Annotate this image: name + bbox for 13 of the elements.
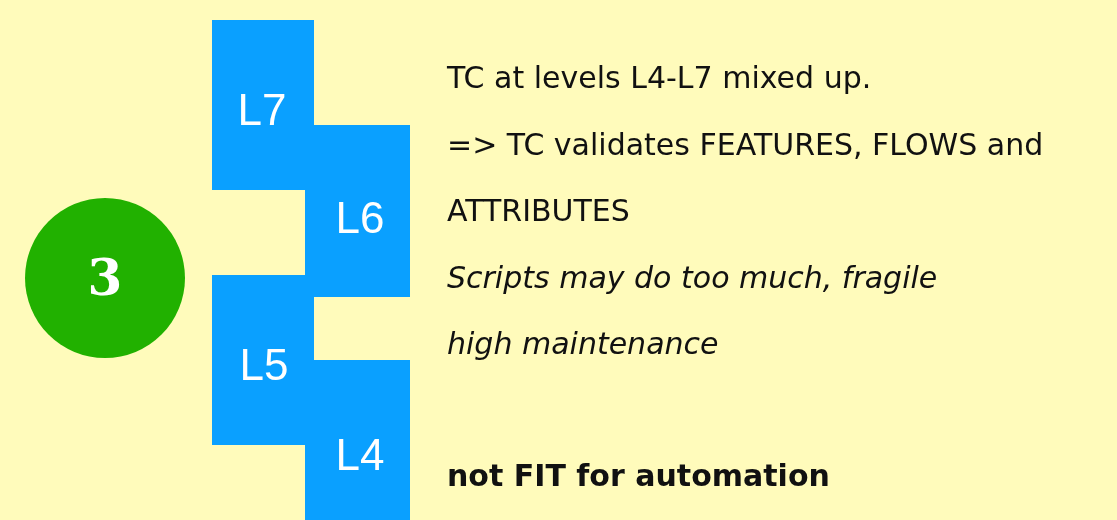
level-block [212,20,314,190]
note-text: Scripts may do too much, fragile high maintenance [447,259,939,363]
level-label: L4 [334,433,386,477]
level-label: L7 [236,88,288,132]
note-text: TC at levels L4-L7 mixed up. [447,59,873,97]
level-block [305,360,410,520]
level-block [212,275,314,445]
level-label: L6 [334,196,386,240]
level-block [305,125,410,297]
conclusion-text: not FIT for automation [447,457,831,495]
note-text: => TC validates FEATURES, FLOWS and ATTRIBUTES [447,126,1045,230]
step-number: 3 [87,253,123,303]
level-label: L5 [238,343,290,387]
